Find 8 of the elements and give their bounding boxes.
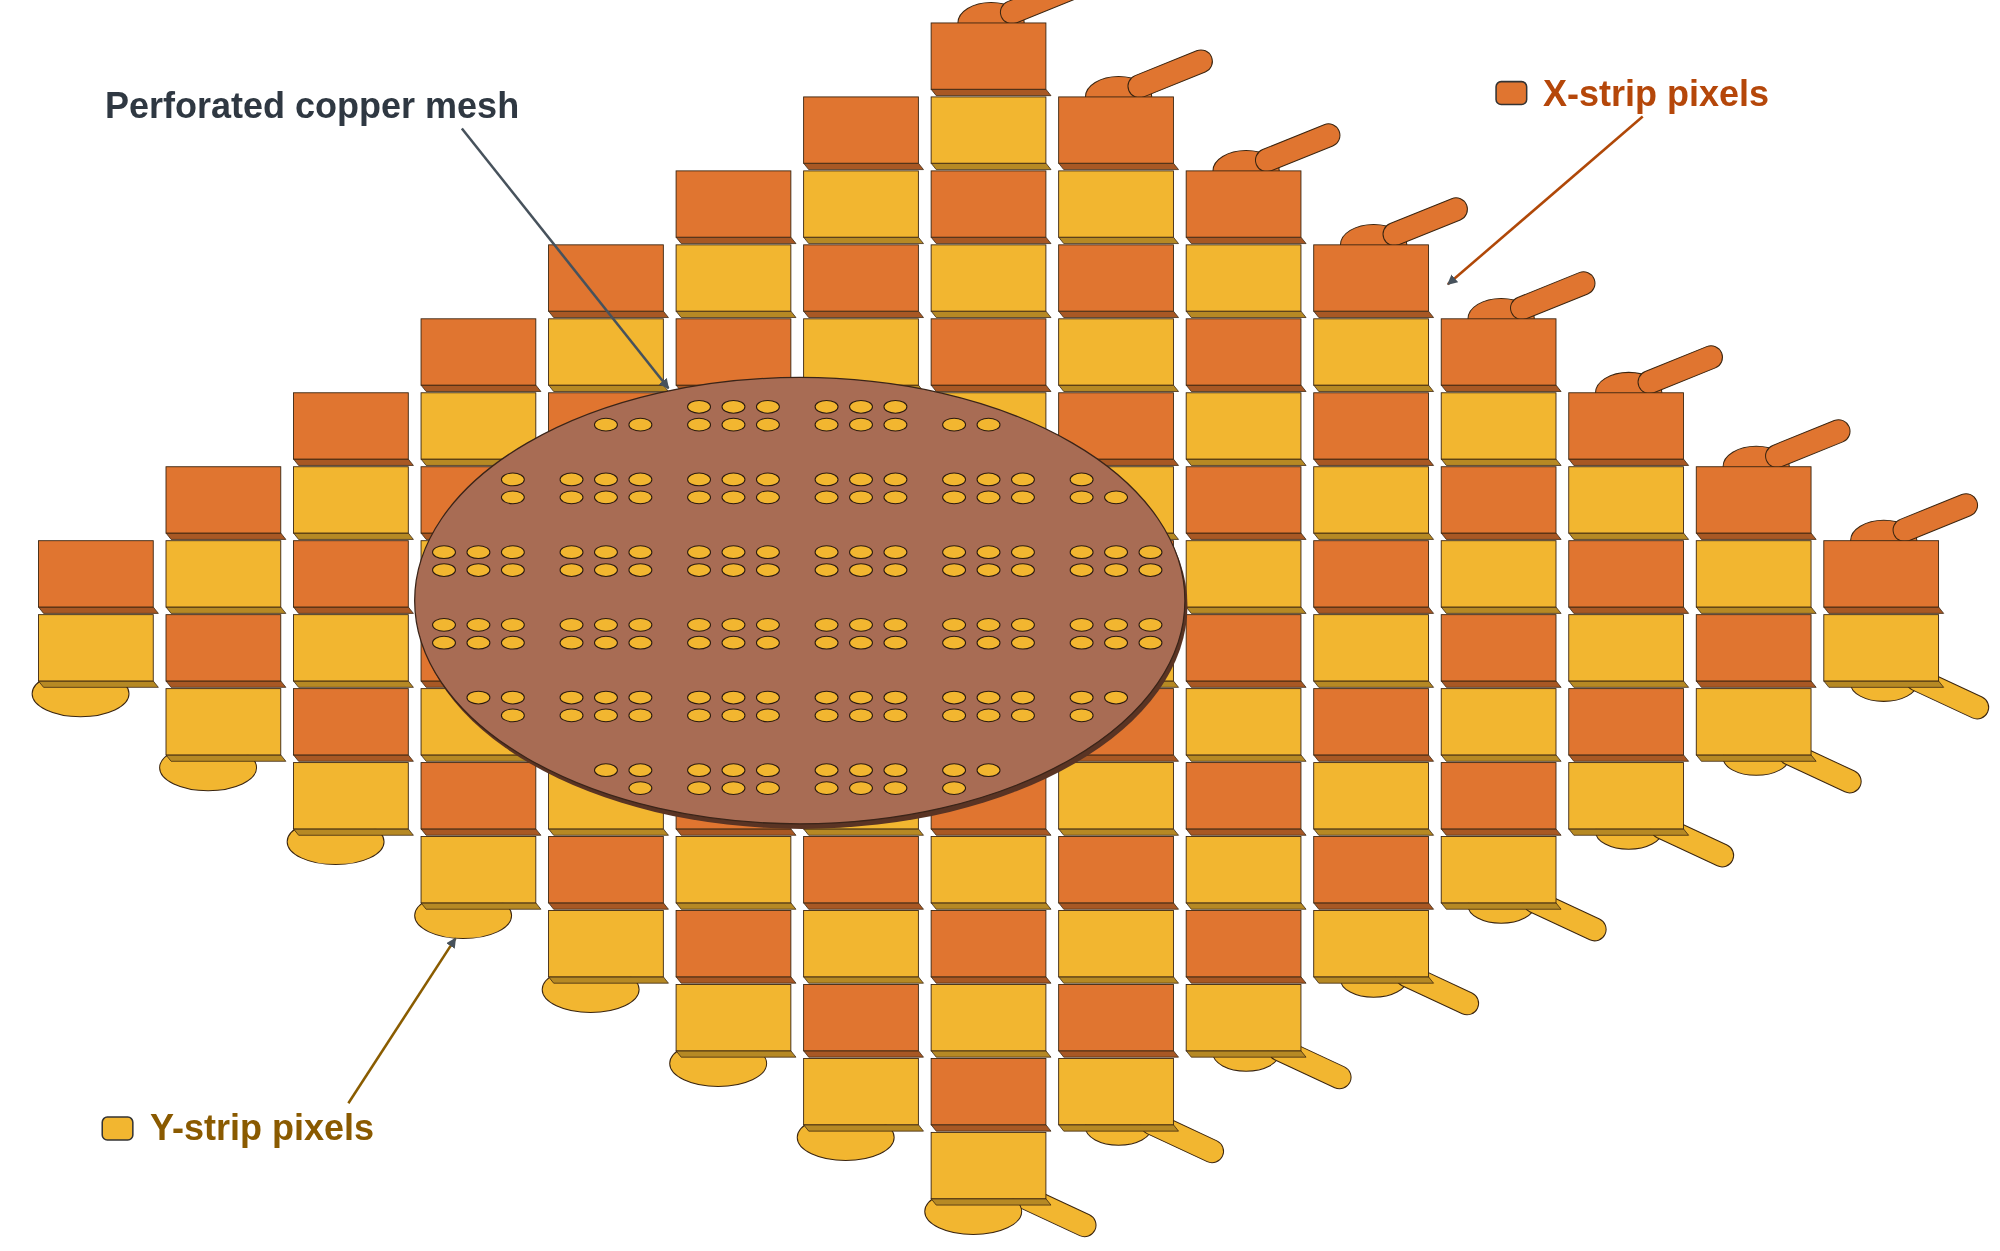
perforated-mesh-disc	[414, 376, 1188, 829]
callout-text: Y-strip pixels	[150, 1106, 375, 1150]
callout-text: X-strip pixels	[1543, 72, 1770, 116]
pixel-pad	[414, 836, 542, 940]
callout-text: Perforated copper mesh	[105, 84, 520, 128]
leader-line	[347, 937, 457, 1104]
leader-line	[460, 127, 670, 390]
leader-line	[1447, 115, 1644, 286]
